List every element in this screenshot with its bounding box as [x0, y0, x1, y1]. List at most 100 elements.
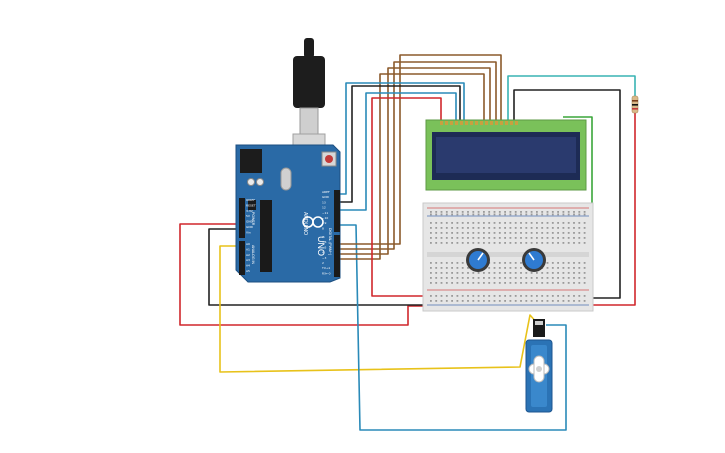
- breadboard-hole[interactable]: [562, 242, 565, 244]
- breadboard-hole[interactable]: [477, 237, 480, 239]
- breadboard-hole[interactable]: [583, 267, 586, 269]
- breadboard-hole[interactable]: [562, 213, 565, 216]
- micro-servo[interactable]: [525, 319, 553, 413]
- breadboard-hole[interactable]: [573, 277, 575, 279]
- breadboard-hole[interactable]: [456, 277, 459, 279]
- breadboard-hole[interactable]: [567, 237, 570, 239]
- breadboard-hole[interactable]: [573, 267, 575, 269]
- breadboard-hole[interactable]: [435, 295, 438, 297]
- breadboard-hole[interactable]: [541, 272, 544, 274]
- potentiometer-right[interactable]: [522, 248, 546, 272]
- breadboard-hole[interactable]: [551, 232, 554, 234]
- breadboard-hole[interactable]: [509, 282, 512, 284]
- breadboard-hole[interactable]: [567, 282, 570, 284]
- breadboard-hole[interactable]: [509, 213, 512, 216]
- breadboard-hole[interactable]: [477, 211, 480, 213]
- breadboard-hole[interactable]: [467, 211, 469, 213]
- breadboard-hole[interactable]: [504, 300, 506, 302]
- breadboard-hole[interactable]: [483, 237, 485, 239]
- breadboard-hole[interactable]: [440, 277, 443, 279]
- breadboard-hole[interactable]: [509, 272, 512, 274]
- breadboard-hole[interactable]: [451, 232, 453, 234]
- breadboard-hole[interactable]: [504, 267, 506, 269]
- breadboard-hole[interactable]: [567, 300, 570, 302]
- breadboard-hole[interactable]: [583, 211, 586, 213]
- wire-blue-1[interactable]: [338, 82, 465, 195]
- breadboard-hole[interactable]: [430, 232, 432, 234]
- breadboard-hole[interactable]: [483, 272, 485, 274]
- breadboard-hole[interactable]: [483, 213, 485, 216]
- breadboard-hole[interactable]: [525, 211, 528, 213]
- breadboard-hole[interactable]: [483, 211, 485, 213]
- breadboard-hole[interactable]: [583, 262, 586, 264]
- breadboard-hole[interactable]: [551, 295, 554, 297]
- breadboard-hole[interactable]: [567, 222, 570, 224]
- breadboard-hole[interactable]: [504, 222, 506, 224]
- breadboard-hole[interactable]: [567, 232, 570, 234]
- breadboard-hole[interactable]: [504, 272, 506, 274]
- breadboard-hole[interactable]: [509, 211, 512, 213]
- breadboard-hole[interactable]: [451, 267, 453, 269]
- breadboard-hole[interactable]: [567, 277, 570, 279]
- breadboard-hole[interactable]: [504, 237, 506, 239]
- breadboard-hole[interactable]: [520, 277, 522, 279]
- breadboard-hole[interactable]: [472, 237, 475, 239]
- breadboard-hole[interactable]: [578, 272, 581, 274]
- breadboard-hole[interactable]: [567, 272, 570, 274]
- lcd-pin[interactable]: [480, 121, 483, 125]
- breadboard-hole[interactable]: [562, 277, 565, 279]
- breadboard-hole[interactable]: [498, 295, 501, 297]
- breadboard-hole[interactable]: [461, 295, 464, 297]
- breadboard-hole[interactable]: [461, 237, 464, 239]
- breadboard-hole[interactable]: [440, 227, 443, 229]
- breadboard-hole[interactable]: [536, 211, 538, 213]
- breadboard-hole[interactable]: [461, 272, 464, 274]
- breadboard-hole[interactable]: [551, 272, 554, 274]
- breadboard-hole[interactable]: [536, 277, 538, 279]
- breadboard-hole[interactable]: [504, 295, 506, 297]
- breadboard-hole[interactable]: [520, 262, 522, 264]
- breadboard-hole[interactable]: [435, 242, 438, 244]
- breadboard-hole[interactable]: [488, 213, 491, 216]
- breadboard-hole[interactable]: [530, 222, 533, 224]
- breadboard-hole[interactable]: [504, 277, 506, 279]
- breadboard-hole[interactable]: [514, 277, 517, 279]
- lcd-pin[interactable]: [490, 121, 493, 125]
- breadboard-hole[interactable]: [467, 222, 469, 224]
- breadboard-hole[interactable]: [461, 282, 464, 284]
- breadboard-hole[interactable]: [451, 272, 453, 274]
- lcd-pin[interactable]: [465, 121, 468, 125]
- breadboard-hole[interactable]: [493, 232, 496, 234]
- wire-black-3[interactable]: [338, 85, 461, 203]
- breadboard-hole[interactable]: [440, 282, 443, 284]
- lcd-pin[interactable]: [510, 121, 513, 125]
- breadboard-hole[interactable]: [456, 237, 459, 239]
- breadboard-hole[interactable]: [514, 242, 517, 244]
- breadboard-hole[interactable]: [461, 300, 464, 302]
- breadboard-hole[interactable]: [445, 267, 448, 269]
- breadboard-hole[interactable]: [583, 227, 586, 229]
- breadboard-hole[interactable]: [493, 213, 496, 216]
- breadboard-hole[interactable]: [483, 242, 485, 244]
- breadboard-hole[interactable]: [578, 262, 581, 264]
- breadboard-hole[interactable]: [472, 211, 475, 213]
- breadboard-hole[interactable]: [472, 295, 475, 297]
- breadboard-hole[interactable]: [578, 222, 581, 224]
- breadboard-hole[interactable]: [530, 300, 533, 302]
- breadboard-hole[interactable]: [488, 295, 491, 297]
- breadboard-hole[interactable]: [583, 295, 586, 297]
- breadboard-hole[interactable]: [562, 300, 565, 302]
- breadboard-hole[interactable]: [509, 267, 512, 269]
- breadboard-hole[interactable]: [504, 232, 506, 234]
- breadboard-hole[interactable]: [541, 213, 544, 216]
- breadboard-hole[interactable]: [536, 227, 538, 229]
- breadboard-hole[interactable]: [445, 282, 448, 284]
- breadboard-hole[interactable]: [488, 242, 491, 244]
- breadboard-hole[interactable]: [520, 227, 522, 229]
- breadboard-hole[interactable]: [567, 295, 570, 297]
- breadboard-hole[interactable]: [541, 277, 544, 279]
- breadboard-hole[interactable]: [557, 242, 559, 244]
- breadboard-hole[interactable]: [520, 272, 522, 274]
- breadboard-hole[interactable]: [467, 267, 469, 269]
- lcd-pin[interactable]: [455, 121, 458, 125]
